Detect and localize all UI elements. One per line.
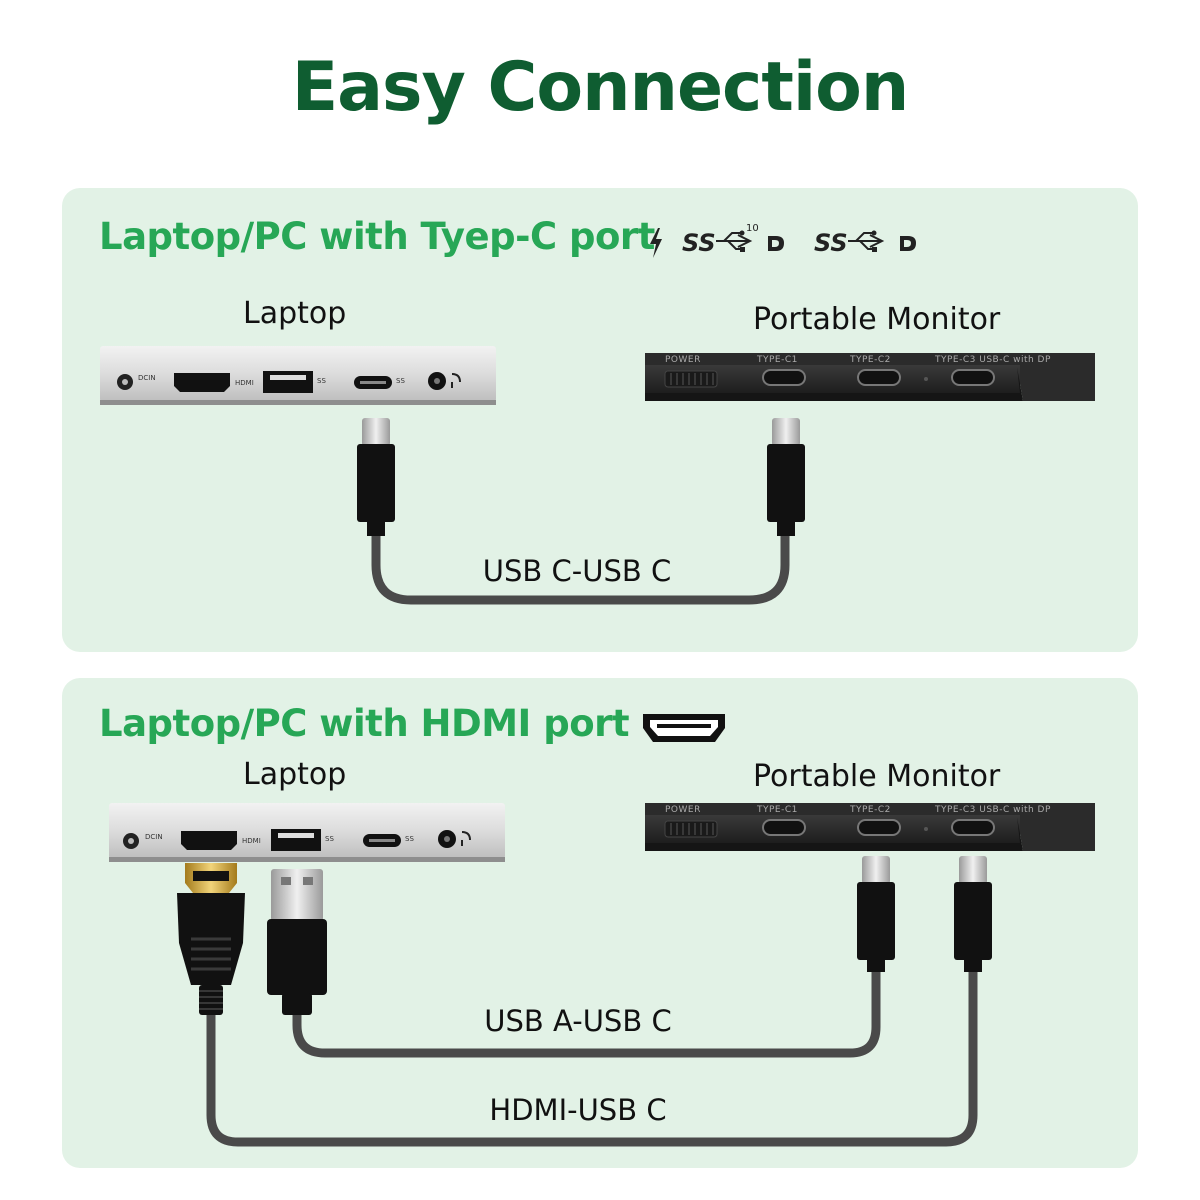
ss-superscript: 10 xyxy=(746,223,759,234)
hdmi-monitor-label: Portable Monitor xyxy=(753,759,1001,794)
svg-text:HDMI: HDMI xyxy=(235,379,254,387)
usbc-connector-monitor-2 xyxy=(954,856,992,972)
hdmi-to-usbc-cable xyxy=(206,958,978,1147)
hdmi-connector xyxy=(177,863,245,1015)
ss-text-2: SS xyxy=(814,229,848,257)
svg-text:DCIN: DCIN xyxy=(138,374,156,382)
svg-text:DCIN: DCIN xyxy=(145,833,163,841)
usbc-to-usbc-cable xyxy=(371,518,790,605)
svg-text:SS: SS xyxy=(317,377,326,385)
usbc-section-heading: Laptop/PC with Tyep-C port xyxy=(99,215,655,258)
svg-text:TYPE-C3 USB-C with DP: TYPE-C3 USB-C with DP xyxy=(934,355,1051,365)
svg-text:HDMI: HDMI xyxy=(242,837,261,845)
svg-text:TYPE-C1: TYPE-C1 xyxy=(756,355,798,365)
portable-monitor-ports: POWER TYPE-C1 TYPE-C2 TYPE-C3 USB-C with… xyxy=(645,353,1095,401)
usba-to-usbc-cable xyxy=(292,958,881,1058)
usbc-laptop-label: Laptop xyxy=(243,296,347,331)
svg-text:POWER: POWER xyxy=(665,805,701,815)
usbc-connector-left xyxy=(357,418,395,536)
hdmi-cable-label: HDMI-USB C xyxy=(489,1093,667,1127)
svg-text:SS: SS xyxy=(405,835,414,843)
usbc-cable-label: USB C-USB C xyxy=(482,554,672,588)
svg-text:TYPE-C1: TYPE-C1 xyxy=(756,805,798,815)
portable-monitor-ports-2: POWER TYPE-C1 TYPE-C2 TYPE-C3 USB-C with… xyxy=(645,803,1095,851)
svg-text:TYPE-C2: TYPE-C2 xyxy=(849,355,891,365)
superspeed-10-displayport-icon: SS 10 xyxy=(682,223,784,257)
usba-cable-label: USB A-USB C xyxy=(484,1004,672,1038)
ss-text: SS xyxy=(682,229,716,257)
superspeed-displayport-icon: SS xyxy=(814,229,916,257)
svg-text:POWER: POWER xyxy=(665,355,701,365)
usbc-monitor-label: Portable Monitor xyxy=(753,302,1001,337)
svg-text:SS: SS xyxy=(396,377,405,385)
hdmi-laptop-label: Laptop xyxy=(243,757,347,792)
hdmi-port-icon xyxy=(643,714,725,742)
svg-text:TYPE-C2: TYPE-C2 xyxy=(849,805,891,815)
svg-text:SS: SS xyxy=(325,835,334,843)
laptop-side-ports: DCIN HDMI SS SS xyxy=(100,346,496,405)
svg-text:TYPE-C3 USB-C with DP: TYPE-C3 USB-C with DP xyxy=(934,805,1051,815)
hdmi-section-heading: Laptop/PC with HDMI port xyxy=(99,702,630,745)
usbc-connection-panel xyxy=(62,188,1138,652)
laptop-side-ports-2: DCIN HDMI SS SS xyxy=(109,803,505,862)
usba-connector xyxy=(267,869,327,1015)
page-title: Easy Connection xyxy=(291,48,910,127)
usbc-connector-monitor-1 xyxy=(857,856,895,972)
thunderbolt-icon xyxy=(650,228,662,258)
usbc-connector-right xyxy=(767,418,805,536)
